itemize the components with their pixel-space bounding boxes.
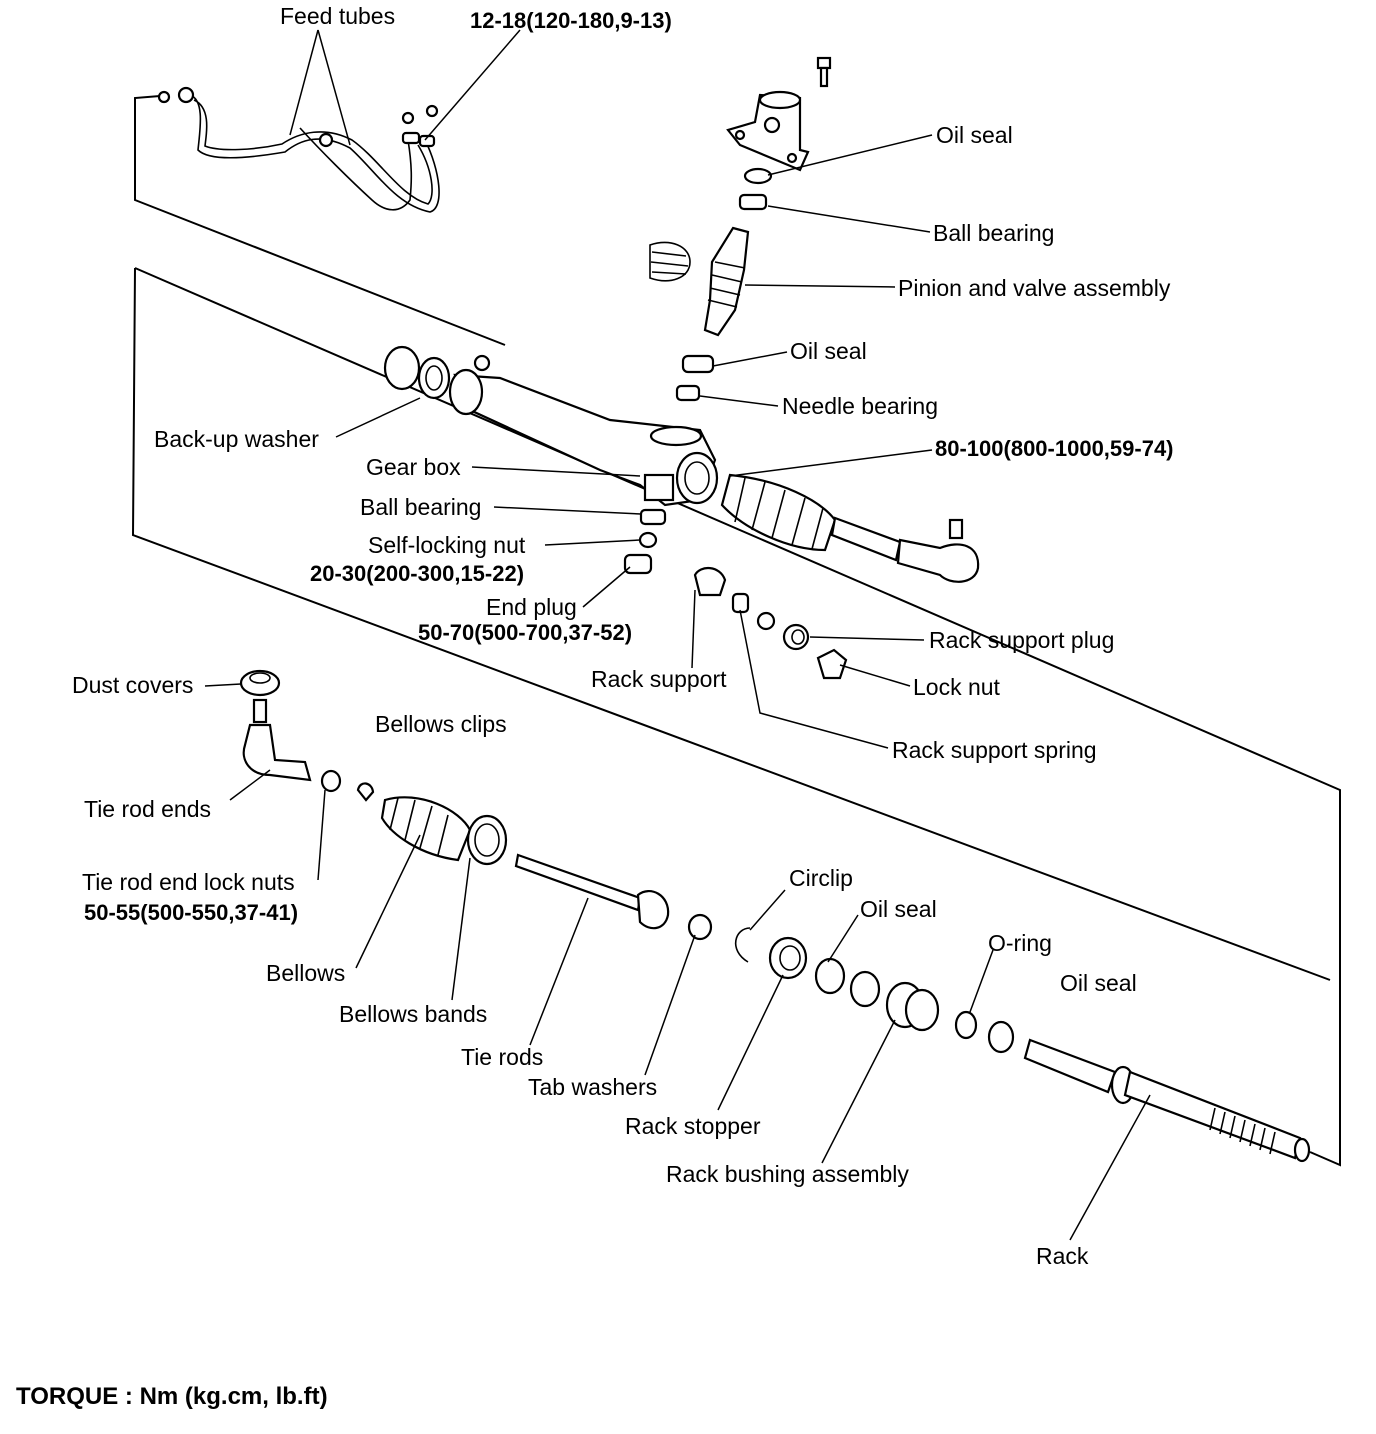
pinion-valve-part: [649, 226, 750, 337]
gear-box-part: [448, 354, 719, 507]
label-rack: Rack: [1036, 1243, 1089, 1269]
o-ring-part: [954, 1010, 978, 1040]
backup-washer-part: [383, 345, 451, 400]
rack-support-plug-part: [782, 623, 810, 651]
rack-stopper-part: [768, 936, 808, 980]
label-pinion-valve: Pinion and valve assembly: [898, 275, 1171, 301]
label-lock-nut: Lock nut: [913, 674, 1001, 700]
lock-nut-part: [816, 648, 848, 680]
label-self-locking-nut: Self-locking nut: [368, 532, 526, 558]
label-rack-stopper: Rack stopper: [625, 1113, 761, 1139]
label-ball-bearing-mid: Ball bearing: [360, 494, 481, 520]
end-plug-part: [623, 553, 653, 575]
dust-cover-part: [239, 669, 281, 697]
label-feed-tubes: Feed tubes: [280, 3, 395, 29]
label-oil-seal-top: Oil seal: [936, 122, 1013, 148]
label-tab-washers: Tab washers: [528, 1074, 657, 1100]
bellows-band-part: [466, 814, 508, 866]
label-oil-seal-mid: Oil seal: [790, 338, 867, 364]
label-gear-box: Gear box: [366, 454, 461, 480]
rack-bushing-part: [885, 981, 940, 1032]
label-bellows-bands: Bellows bands: [339, 1001, 487, 1027]
label-tie-rod-ends: Tie rod ends: [84, 796, 211, 822]
mid-oil-seal-part: [681, 354, 715, 374]
label-rack-support-plug: Rack support plug: [929, 627, 1114, 653]
needle-bearing-part: [675, 384, 701, 402]
mid-ball-bearing-part: [639, 508, 667, 526]
rack-support-spring-part: [731, 592, 750, 614]
self-locking-nut-part: [638, 531, 658, 549]
label-lock-nuts-torque: 50-55(500-550,37-41): [84, 900, 298, 925]
label-tie-rod-end-lock-nuts: Tie rod end lock nuts: [82, 869, 295, 895]
rack-part: [1023, 1038, 1311, 1163]
label-feed-tube-torque: 12-18(120-180,9-13): [470, 8, 672, 33]
torque-legend: TORQUE : Nm (kg.cm, lb.ft): [16, 1383, 328, 1410]
right-bellows-part: [720, 473, 980, 583]
label-bellows: Bellows: [266, 960, 345, 986]
label-tie-rod-end-torque: 80-100(800-1000,59-74): [935, 436, 1174, 461]
tab-washer-part: [687, 913, 713, 941]
tie-rod-part: [514, 853, 670, 930]
seal-ring-part: [849, 970, 881, 1008]
label-self-locking-nut-torque: 20-30(200-300,15-22): [310, 561, 524, 586]
assembly-frame: [131, 95, 1341, 1167]
left-tie-rod-end-part: [242, 698, 312, 782]
upper-ball-bearing-part: [738, 193, 768, 211]
left-bellows-part: [380, 796, 472, 862]
labels: Feed tubes 12-18(120-180,9-13) Oil seal …: [16, 3, 1174, 1410]
circlip-part: [735, 927, 751, 963]
label-rack-bushing: Rack bushing assembly: [666, 1161, 909, 1187]
label-oil-seal-right: Oil seal: [1060, 970, 1137, 996]
tie-rod-end-lock-nut-part: [320, 769, 342, 793]
bellows-clip-part: [356, 782, 375, 802]
label-tie-rods: Tie rods: [461, 1044, 543, 1070]
feed-tubes-drawing: [157, 86, 440, 213]
label-end-plug-torque: 50-70(500-700,37-52): [418, 620, 632, 645]
pinion-housing-drawing: [726, 56, 832, 172]
label-backup-washer: Back-up washer: [154, 426, 319, 452]
label-o-ring: O-ring: [988, 930, 1052, 956]
label-end-plug: End plug: [486, 594, 577, 620]
label-needle-bearing: Needle bearing: [782, 393, 938, 419]
label-rack-support: Rack support: [591, 666, 727, 692]
rack-support-small-ring-part: [756, 611, 776, 631]
label-circlip: Circlip: [789, 865, 853, 891]
label-bellows-clips: Bellows clips: [375, 711, 507, 737]
label-rack-support-spring: Rack support spring: [892, 737, 1097, 763]
rack-support-part: [693, 567, 727, 597]
leader-lines: [204, 29, 1151, 1241]
label-oil-seal-low: Oil seal: [860, 896, 937, 922]
upper-oil-seal-part: [743, 167, 773, 185]
label-dust-covers: Dust covers: [72, 672, 193, 698]
right-oil-seal-part: [987, 1020, 1015, 1054]
label-ball-bearing-top: Ball bearing: [933, 220, 1054, 246]
low-oil-seal-part: [814, 957, 846, 995]
